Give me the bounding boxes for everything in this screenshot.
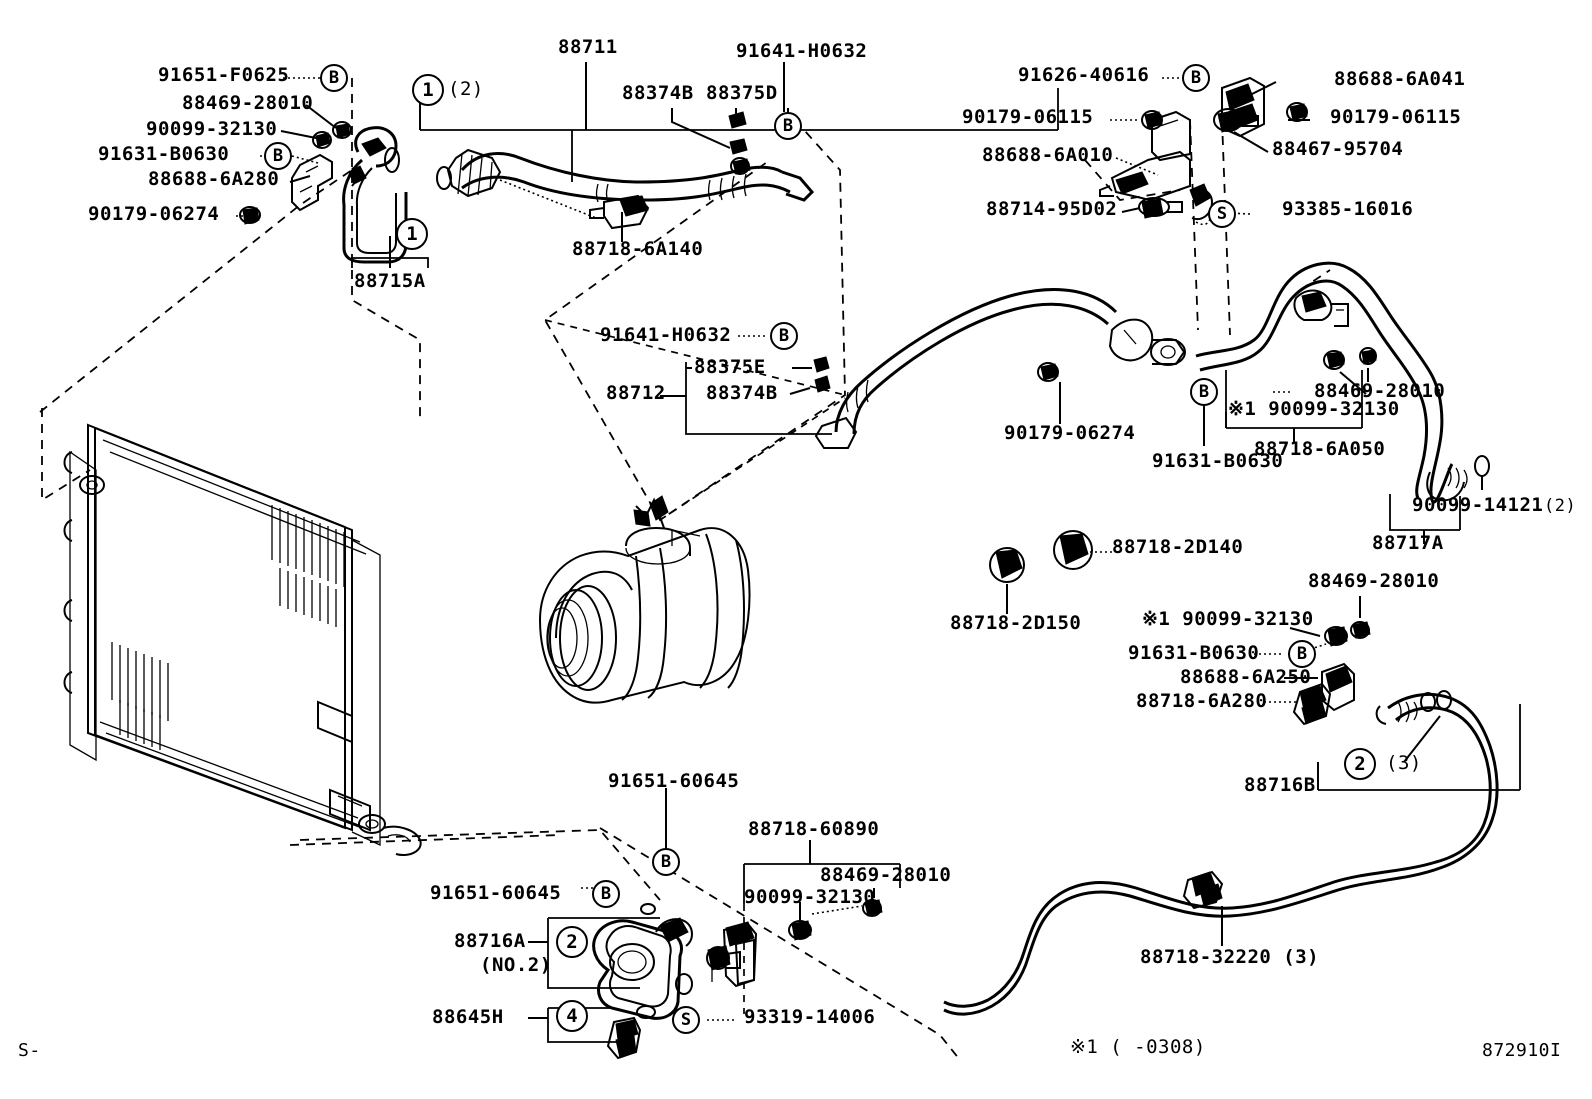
label-88714-95D02: 88714-95D02	[986, 198, 1118, 220]
label-91626-40616: 91626-40616	[1018, 64, 1150, 86]
label-91631-B0630-b: 91631-B0630	[1152, 450, 1284, 472]
compressor-drawing	[538, 495, 751, 704]
label-91641-H0632-a: 91641-H0632	[736, 40, 868, 62]
label-88688-6A280: 88688-6A280	[148, 168, 280, 190]
footer-code: 872910I	[1482, 1040, 1562, 1061]
pipe-88716B	[943, 690, 1499, 1016]
label-qty-2b: (2)	[1544, 496, 1577, 516]
label-88716A-no2: (NO.2)	[480, 954, 552, 976]
label-90179-06274: 90179-06274	[88, 203, 220, 225]
label-88688-6A250: 88688-6A250	[1180, 666, 1312, 688]
label-91651-60645-b: 91651-60645	[430, 882, 562, 904]
label-88645H: 88645H	[432, 1006, 504, 1028]
label-93319-14006: 93319-14006	[744, 1006, 876, 1028]
label-88717A: 88717A	[1372, 532, 1444, 554]
label-91651-F0625: 91651-F0625	[158, 64, 290, 86]
badge-b-6: B	[1190, 378, 1218, 406]
label-88711: 88711	[558, 36, 618, 58]
label-88375E: 88375E	[694, 356, 766, 378]
hose-88715A	[239, 121, 408, 264]
label-88374B: 88374B	[622, 82, 694, 104]
label-88469-28010: 88469-28010	[182, 92, 314, 114]
label-88718-32220: 88718-32220 (3)	[1140, 946, 1320, 968]
label-88716B: 88716B	[1244, 774, 1316, 796]
bracket-88688-6A010	[1099, 76, 1308, 226]
badge-b-3: B	[774, 112, 802, 140]
badge-b-9: B	[592, 880, 620, 908]
label-88688-6A010: 88688-6A010	[982, 144, 1114, 166]
badge-b-4: B	[1182, 64, 1210, 92]
footer-left-marker: S-	[18, 1040, 41, 1061]
grommets-2D	[989, 530, 1093, 583]
badge-s-1: S	[1208, 200, 1236, 228]
label-90179-06115-a: 90179-06115	[962, 106, 1094, 128]
label-88718-6A050: 88718-6A050	[1254, 438, 1386, 460]
label-90099-32130-b: ※1 90099-32130	[1228, 398, 1400, 420]
badge-b-1: B	[320, 64, 348, 92]
hose-88712	[813, 288, 1186, 449]
leader-lines	[236, 62, 1521, 1043]
badge-num-2a: 2	[1344, 748, 1376, 780]
bracket-88688-6A250	[1292, 621, 1371, 726]
condenser-drawing	[63, 423, 422, 856]
label-88718-2D140: 88718-2D140	[1112, 536, 1244, 558]
label-90099-32130: 90099-32130	[146, 118, 278, 140]
label-88375D: 88375D	[706, 82, 778, 104]
badge-num-1a: 1	[396, 218, 428, 250]
label-88718-6A280: 88718-6A280	[1136, 690, 1268, 712]
label-93385-16016: 93385-16016	[1282, 198, 1414, 220]
label-88716A: 88716A	[454, 930, 526, 952]
label-91631-B0630: 91631-B0630	[98, 143, 230, 165]
label-88712: 88712	[606, 382, 666, 404]
badge-b-8: B	[652, 848, 680, 876]
footer-note: ※1 ( -0308)	[1070, 1036, 1206, 1058]
label-88718-60890: 88718-60890	[748, 818, 880, 840]
pipe-88717A	[1195, 261, 1490, 504]
label-90099-32130-d: 90099-32130	[744, 886, 876, 908]
label-91651-60645-a: 91651-60645	[608, 770, 740, 792]
label-88718-2D150: 88718-2D150	[950, 612, 1082, 634]
label-90099-14121: 90099-14121	[1412, 494, 1544, 516]
hose-88711	[436, 111, 815, 230]
label-88715A: 88715A	[354, 270, 426, 292]
label-90099-32130-c: ※1 90099-32130	[1142, 608, 1314, 630]
hose-88716A	[592, 899, 883, 1060]
label-90179-06115-b: 90179-06115	[1330, 106, 1462, 128]
label-88374B-b: 88374B	[706, 382, 778, 404]
label-91641-H0632-b: 91641-H0632	[600, 324, 732, 346]
badge-b-7: B	[1288, 640, 1316, 668]
badge-num-2b: 2	[556, 926, 588, 958]
label-91631-B0630-c: 91631-B0630	[1128, 642, 1260, 664]
label-88469-28010-d: 88469-28010	[820, 864, 952, 886]
badge-b-2: B	[264, 142, 292, 170]
label-88467-95704: 88467-95704	[1272, 138, 1404, 160]
label-qty-3a: (3)	[1386, 752, 1422, 774]
badge-s-2: S	[672, 1006, 700, 1034]
badge-b-5: B	[770, 322, 798, 350]
label-qty-2a: (2)	[448, 78, 484, 100]
label-90179-06274-b: 90179-06274	[1004, 422, 1136, 444]
label-88718-6A140: 88718-6A140	[572, 238, 704, 260]
badge-num-4: 4	[556, 1000, 588, 1032]
label-88469-28010-b: 88469-28010	[1314, 380, 1446, 402]
label-88469-28010-c: 88469-28010	[1308, 570, 1440, 592]
label-88688-6A041: 88688-6A041	[1334, 68, 1466, 90]
badge-num-1b: 1	[412, 74, 444, 106]
